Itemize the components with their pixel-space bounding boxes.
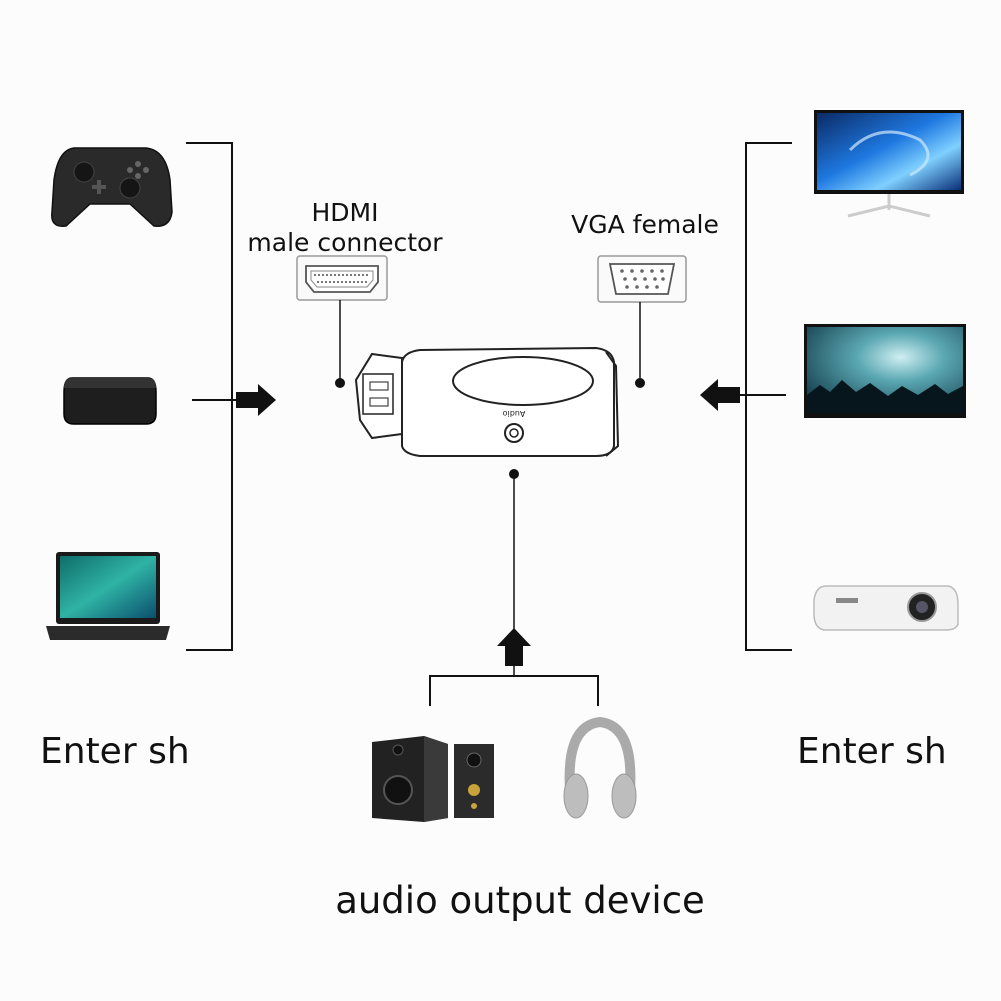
speakers-icon [372, 736, 494, 822]
display-devices-label: Enter sh [797, 731, 947, 772]
hdmi-label-line2: male connector [247, 228, 443, 257]
left-source-bracket [186, 142, 240, 651]
game-controller-icon [51, 147, 173, 227]
arrow-left-icon [700, 379, 740, 411]
audio-output-label: audio output device [335, 879, 705, 922]
audio-bracket [429, 469, 599, 706]
television-icon [804, 324, 966, 418]
hdmi-label-line1: HDMI [311, 198, 379, 227]
hdmi-connector-label: HDMI male connector [240, 198, 450, 258]
tv-box-icon [63, 377, 157, 425]
headphones-icon [563, 716, 637, 819]
vga-female-label: VGA female [571, 210, 719, 239]
hdmi-port-icon [296, 255, 388, 301]
audio-port-label: Audio [503, 409, 526, 418]
input-devices-label: Enter sh [40, 731, 190, 772]
monitor-icon [814, 110, 964, 218]
hdmi-vga-adapter: Audio [354, 346, 620, 457]
vga-port-icon [597, 255, 687, 303]
projector-icon [813, 585, 959, 631]
right-display-bracket [738, 142, 792, 651]
arrow-right-icon [236, 384, 276, 416]
laptop-icon [46, 552, 170, 640]
arrow-up-icon [497, 628, 531, 666]
